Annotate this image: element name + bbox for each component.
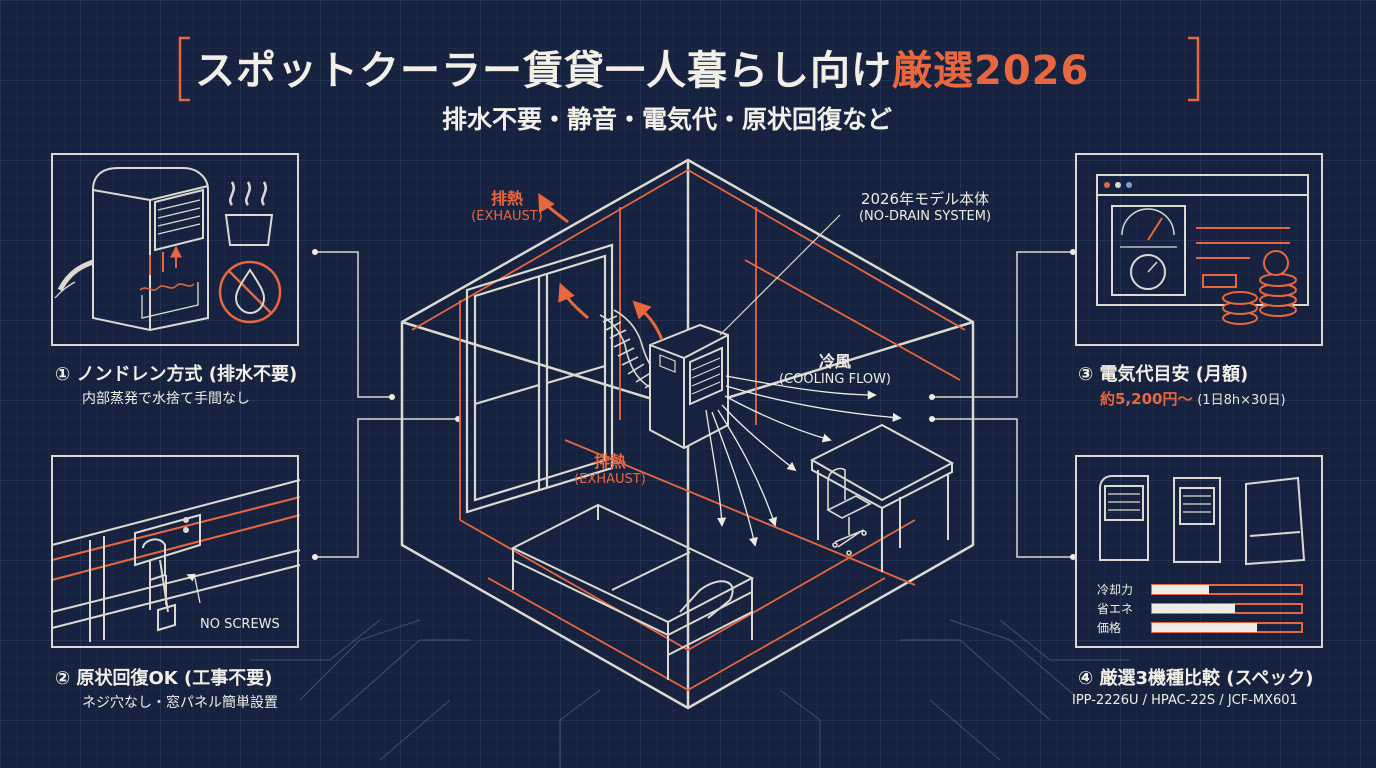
exhaust-top-jp: 排熱 <box>490 189 523 208</box>
panel3-illustration <box>1096 174 1309 306</box>
no-water-icon <box>218 260 282 324</box>
bed <box>510 503 755 680</box>
page-title: スポットクーラー賃貸一人暮らし向け厳選2026 <box>195 38 1089 96</box>
desk <box>809 423 955 572</box>
panel4-illustration <box>1099 475 1306 566</box>
circuit-traces <box>250 619 1130 768</box>
no-screws-arrow <box>186 573 201 604</box>
electricity-cost: 約5,200円〜 (1日8h×30日) <box>1100 388 1286 409</box>
exhaust-label-mid: 排熱 (EXHAUST) <box>550 448 670 487</box>
unit-label: 2026年モデル本体 (NO-DRAIN SYSTEM) <box>840 188 1010 224</box>
exhaust-label-top: 排熱 (EXHAUST) <box>447 185 567 224</box>
no-screws-label: NO SCREWS <box>200 617 280 632</box>
panel-no-drain <box>51 153 299 346</box>
page-subtitle: 排水不要・静音・電気代・原状回復など <box>442 105 893 134</box>
panel1-illustration <box>54 167 274 332</box>
exhaust-top-en: (EXHAUST) <box>471 209 543 224</box>
cost-value: 約5,200円〜 <box>1100 390 1193 408</box>
title-accent: 厳選2026 <box>892 48 1090 94</box>
window-dots <box>1104 182 1132 188</box>
window-frame <box>465 243 614 514</box>
bar-fill-cooling <box>1152 585 1209 594</box>
title-main: スポットクーラー賃貸一人暮らし向け <box>195 48 892 94</box>
room-walls <box>400 158 975 710</box>
spec-label-eco: 省エネ <box>1097 602 1134 616</box>
leader-lines <box>719 214 841 336</box>
title-brackets <box>178 36 1200 102</box>
exhaust-mid-jp: 排熱 <box>593 452 626 471</box>
unit-jp: 2026年モデル本体 <box>860 190 990 208</box>
cool-en: (COOLING FLOW) <box>778 372 892 387</box>
cooling-label: 冷風 (COOLING FLOW) <box>770 348 900 387</box>
cost-note: (1日8h×30日) <box>1197 393 1286 408</box>
panel-no-drain-desc: 内部蒸発で水捨て手間なし <box>82 391 250 407</box>
exhaust-mid-en: (EXHAUST) <box>574 472 646 487</box>
coin-stack-icon <box>1222 250 1297 325</box>
bar-fill-price <box>1152 623 1257 632</box>
panel-restore-desc: ネジ穴なし・窓パネル簡単設置 <box>82 695 278 711</box>
connectors <box>315 251 1073 558</box>
spec-label-cooling: 冷却力 <box>1097 583 1134 597</box>
chair <box>826 467 872 556</box>
panel-comparison-title: ④ 厳選3機種比較 (スペック) <box>1078 668 1314 689</box>
panel-no-drain-title: ① ノンドレン方式 (排水不要) <box>55 364 298 385</box>
exhaust-arrows <box>538 192 664 341</box>
panel-electricity <box>1075 153 1323 346</box>
unit-en: (NO-DRAIN SYSTEM) <box>858 209 992 224</box>
panel-restore-title: ② 原状回復OK (工事不要) <box>55 668 273 689</box>
bar-fill-eco <box>1152 604 1235 613</box>
panel-electricity-title: ③ 電気代目安 (月額) <box>1078 364 1249 385</box>
panel-comparison-models: IPP-2226U / HPAC-22S / JCF-MX601 <box>1072 693 1298 708</box>
room-floor-lines <box>411 168 966 692</box>
panel2-illustration <box>51 479 301 642</box>
cooler-unit <box>649 323 729 450</box>
cool-jp: 冷風 <box>818 352 851 371</box>
panel-comparison <box>1075 455 1323 648</box>
cooling-arrows <box>705 375 902 547</box>
spec-label-price: 価格 <box>1097 621 1122 635</box>
panel-restore <box>51 455 299 648</box>
spec-bar-fills <box>1152 585 1257 632</box>
